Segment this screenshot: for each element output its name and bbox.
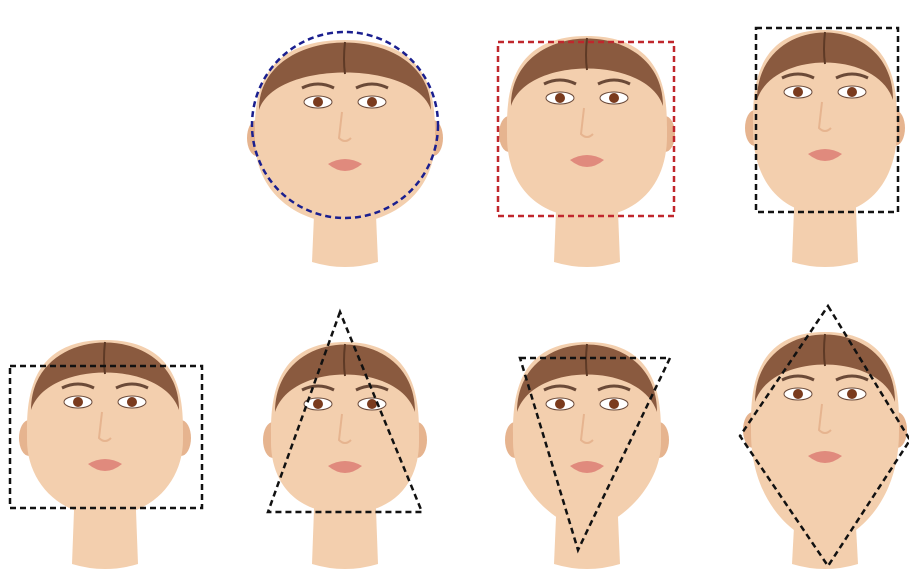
rectangle-face-shape-icon: [10, 302, 200, 572]
oblong-face-shape-icon: [730, 0, 909, 270]
left-eye-iris: [555, 399, 565, 409]
face-oblong: [730, 0, 909, 270]
face-square: [492, 0, 682, 270]
face-rectangle: [10, 302, 200, 572]
left-eye-iris: [313, 97, 323, 107]
hair-part: [344, 42, 345, 74]
left-eye-iris: [313, 399, 323, 409]
left-eye-iris: [793, 87, 803, 97]
diamond-face-shape-icon: [730, 302, 909, 572]
face-round: [250, 0, 440, 270]
hair-part: [586, 38, 587, 70]
hair-part: [344, 344, 345, 376]
triangle-face-shape-icon: [250, 302, 440, 572]
face-diamond: [730, 302, 909, 572]
left-eye-iris: [73, 397, 83, 407]
hair-part: [824, 334, 825, 366]
right-eye-iris: [127, 397, 137, 407]
inverted-triangle-face-shape-icon: [492, 302, 682, 572]
face-inverted-triangle: [492, 302, 682, 572]
hair-part: [586, 344, 587, 376]
face-triangle: [250, 302, 440, 572]
right-eye-iris: [367, 399, 377, 409]
right-eye-iris: [847, 87, 857, 97]
right-eye-iris: [609, 93, 619, 103]
hair-part: [104, 342, 105, 374]
right-eye-iris: [847, 389, 857, 399]
left-eye-iris: [555, 93, 565, 103]
round-face-shape-icon: [250, 0, 440, 270]
right-eye-iris: [367, 97, 377, 107]
square-face-shape-icon: [492, 0, 682, 270]
hair-part: [824, 32, 825, 64]
left-eye-iris: [793, 389, 803, 399]
right-eye-iris: [609, 399, 619, 409]
